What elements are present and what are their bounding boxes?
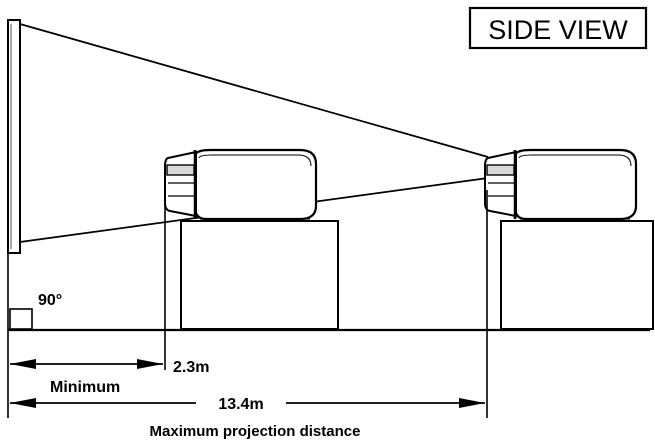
projector-near-icon [164, 148, 318, 221]
title-box: SIDE VIEW [468, 6, 648, 50]
min-distance-label: 2.3m [173, 359, 209, 376]
right-angle-marker [9, 308, 33, 330]
max-distance-arrow [10, 398, 485, 408]
max-distance-label: 13.4m [218, 396, 263, 413]
max-label: Maximum projection distance [150, 423, 361, 440]
projector-far-icon [484, 148, 638, 221]
projection-screen [7, 19, 21, 254]
table-near [180, 220, 339, 330]
title-text: SIDE VIEW [488, 15, 628, 45]
dimension-extension-lines [7, 190, 488, 418]
min-label: Minimum [50, 379, 120, 396]
angle-label: 90° [38, 292, 62, 309]
table-far [500, 220, 654, 330]
min-distance-arrow [10, 359, 163, 369]
